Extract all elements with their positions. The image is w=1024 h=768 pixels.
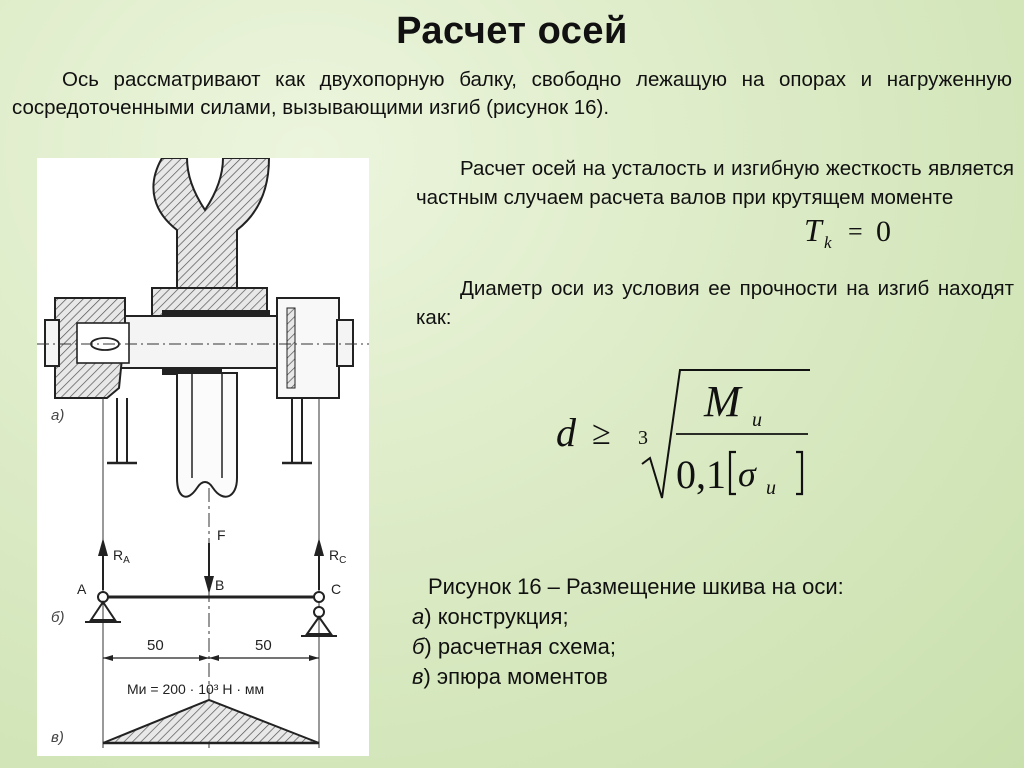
- svg-text:M: M: [703, 377, 743, 426]
- figure-caption: Рисунок 16 – Размещение шкива на оси: а)…: [412, 572, 1012, 692]
- svg-text:и: и: [766, 477, 776, 499]
- moment-label: Mи = 200 · 10³ Н · мм: [127, 681, 264, 697]
- formula-torque-zero: T k = 0: [800, 210, 912, 257]
- slide-title: Расчет осей: [396, 10, 628, 52]
- point-c-label: C: [331, 581, 341, 597]
- svg-text:и: и: [752, 409, 762, 431]
- point-a-label: A: [77, 581, 87, 597]
- svg-text:3: 3: [638, 427, 648, 449]
- reaction-c-label: RC: [329, 547, 346, 566]
- svg-text:k: k: [824, 233, 832, 252]
- calc-scheme: [85, 538, 337, 661]
- svg-text:0: 0: [876, 215, 891, 248]
- dim-left-label: 50: [147, 637, 164, 654]
- point-b-label: B: [215, 577, 224, 593]
- view-a-label: а): [51, 407, 64, 424]
- formula-diameter: d ≥ 3 M и 0,1 σ и: [552, 360, 818, 509]
- pulley-drawing: [37, 158, 369, 748]
- svg-text:T: T: [804, 212, 824, 248]
- moment-diagram: [102, 698, 320, 745]
- svg-text:≥: ≥: [592, 415, 611, 452]
- svg-text:0,1: 0,1: [676, 452, 726, 497]
- dim-right-label: 50: [255, 637, 272, 654]
- caption-title: Рисунок 16 – Размещение шкива на оси:: [428, 574, 844, 599]
- paragraph-fatigue: Расчет осей на усталость и изгибную жест…: [416, 157, 1014, 209]
- svg-text:σ: σ: [738, 454, 757, 494]
- paragraph-diameter: Диаметр оси из условия ее прочности на и…: [416, 277, 1014, 329]
- figure-pulley-axle: а) R: [37, 158, 369, 756]
- reaction-a-label: RA: [113, 547, 130, 566]
- svg-text:d: d: [556, 410, 577, 455]
- intro-paragraph: Ось рассматривают как двухопорную балку,…: [12, 68, 1012, 119]
- caption-item-b: б) расчетная схема;: [412, 634, 616, 659]
- view-c-label: в): [51, 729, 64, 746]
- caption-item-a: а) конструкция;: [412, 604, 569, 629]
- svg-text:=: =: [848, 217, 863, 246]
- force-label: F: [217, 527, 226, 543]
- caption-item-c: в) эпюра моментов: [412, 664, 608, 689]
- view-b-label: б): [51, 609, 64, 626]
